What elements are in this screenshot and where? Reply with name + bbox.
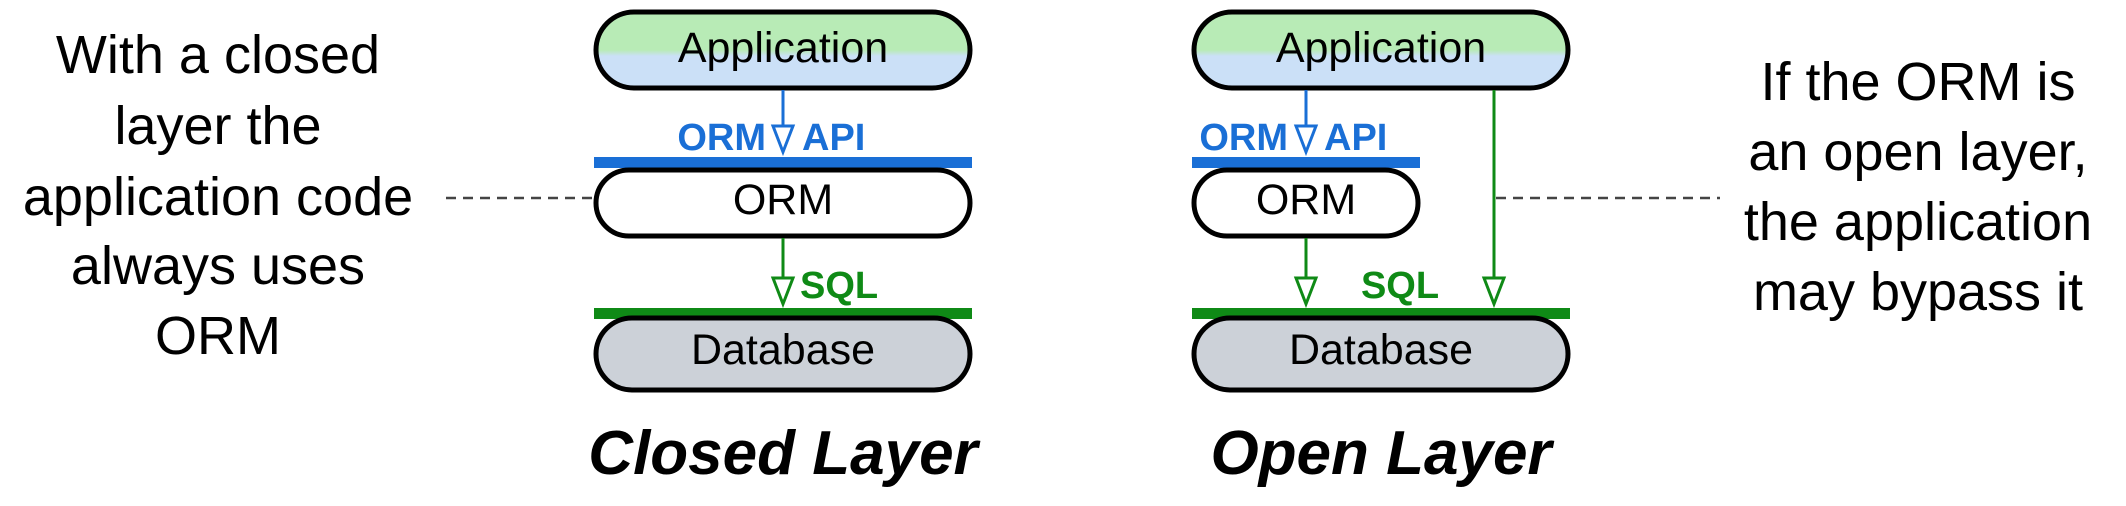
closed-orm-label: ORM [733,176,833,224]
open-note-line: If the ORM is [1760,52,2075,112]
open-orm-box [1191,167,1421,239]
open-database-box [1191,315,1571,393]
open-api-label-orm: ORM [1199,117,1288,159]
open-note: If the ORM is an open layer, the applica… [1744,52,2092,322]
closed-api-label-orm: ORM [677,117,766,159]
closed-database-box [593,315,973,393]
open-orm-label: ORM [1256,176,1356,224]
closed-sql-label: SQL [800,265,878,307]
closed-note-line: always uses [71,236,365,296]
open-layer-diagram: Application ORM API ORM SQL Database Ope… [1191,9,1571,488]
closed-note-line: With a closed [56,25,380,85]
closed-api-arrowhead [770,124,796,157]
closed-orm-api-bar [594,157,972,168]
closed-database-label: Database [691,326,875,374]
open-orm-api-bar [1192,157,1420,168]
closed-note-line: application code [23,167,413,227]
open-sql-bar [1192,308,1570,319]
closed-sql-arrowhead [770,276,796,309]
open-orm-sql-arrowhead [1293,276,1319,309]
closed-application-label: Application [678,24,888,72]
open-layer-title: Open Layer [1210,419,1554,488]
closed-note-line: ORM [155,306,281,366]
open-sql-label: SQL [1361,265,1439,307]
open-application-box [1191,9,1571,91]
open-note-line: an open layer, [1748,122,2087,182]
open-note-line: may bypass it [1753,262,2083,322]
closed-orm-box [593,167,973,239]
open-api-arrowhead [1293,124,1319,157]
closed-layer-title: Closed Layer [588,419,980,488]
open-database-label: Database [1289,326,1473,374]
open-application-label: Application [1276,24,1486,72]
closed-api-label-api: API [802,117,865,159]
open-note-line: the application [1744,192,2092,252]
open-api-label-api: API [1324,117,1387,159]
closed-layer-diagram: Application ORM API ORM SQL Database Clo… [588,9,981,488]
closed-note-line: layer the [114,96,321,156]
open-bypass-arrowhead [1481,276,1507,309]
closed-application-box [593,9,973,91]
closed-sql-bar [594,308,972,319]
closed-note: With a closed layer the application code… [23,25,413,366]
